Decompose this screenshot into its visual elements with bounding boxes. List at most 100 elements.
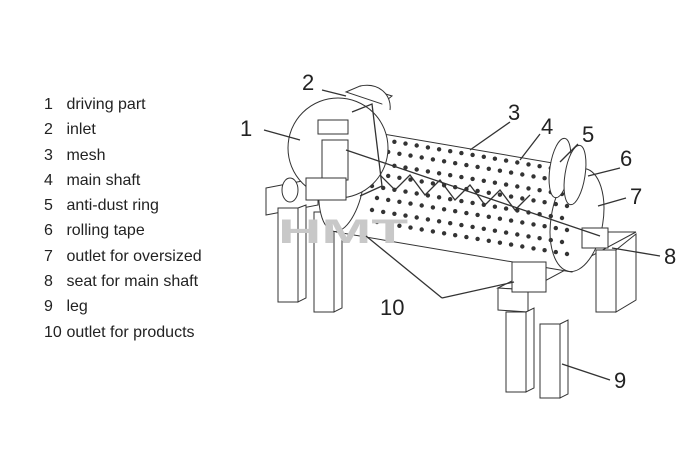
mesh-hole: [408, 153, 413, 158]
mesh-hole: [397, 223, 402, 228]
mesh-hole: [503, 206, 509, 211]
mesh-hole: [503, 158, 509, 163]
mesh-hole: [419, 179, 424, 184]
legend-item-mesh: 3 mesh: [44, 143, 202, 168]
mesh-hole: [508, 194, 514, 199]
legend-number: 7: [44, 247, 53, 265]
legend-label: outlet for products: [66, 323, 195, 341]
mesh-hole: [542, 176, 547, 181]
legend-label: main shaft: [66, 171, 141, 189]
mesh-hole: [564, 227, 570, 233]
mesh-hole: [403, 141, 408, 146]
mesh-hole: [419, 155, 424, 160]
mesh-hole: [470, 152, 475, 158]
mesh-hole: [492, 204, 498, 209]
watermark-logo: HMT: [278, 213, 408, 251]
mesh-hole: [425, 217, 431, 222]
callout-4: 4: [541, 114, 553, 139]
mesh-hole: [553, 225, 558, 231]
mesh-hole: [553, 249, 558, 255]
driving-part-shape: [281, 97, 389, 203]
legend-number: 3: [44, 146, 53, 164]
mesh-hole: [448, 197, 453, 202]
mesh-hole: [492, 228, 498, 233]
mesh-hole: [459, 198, 464, 204]
mesh-hole: [381, 185, 386, 191]
mesh-hole: [531, 198, 536, 203]
mesh-hole: [403, 165, 408, 170]
mesh-hole: [564, 251, 570, 257]
mesh-hole: [526, 186, 531, 191]
mesh-hole: [425, 193, 431, 198]
legend-number: 4: [44, 171, 53, 189]
mesh-hole: [475, 188, 480, 194]
mesh-hole: [397, 175, 402, 180]
mesh-hole: [542, 200, 547, 205]
mesh-hole: [537, 236, 542, 241]
parts-legend: 1 driving part 2 inlet 3 mesh 4 main sha…: [44, 92, 202, 345]
mesh-hole: [520, 244, 525, 249]
mesh-hole: [453, 233, 458, 238]
mesh-hole: [537, 188, 542, 193]
mesh-hole: [470, 176, 475, 182]
callout-8: 8: [664, 244, 676, 269]
mesh-hole: [436, 171, 442, 176]
mesh-hole: [414, 215, 419, 220]
callout-10: 10: [380, 295, 404, 320]
mesh-hole: [419, 227, 424, 232]
mesh-hole: [497, 240, 503, 245]
mesh-hole: [492, 156, 498, 161]
mesh-hole: [386, 197, 391, 203]
mesh-hole: [374, 219, 380, 225]
mesh-hole: [553, 201, 558, 207]
mesh-hole: [470, 200, 475, 206]
mesh-hole: [515, 160, 520, 165]
callout-9: 9: [614, 368, 626, 393]
mesh-hole: [436, 219, 442, 224]
mesh-hole: [508, 170, 514, 175]
mesh-hole: [448, 173, 453, 178]
mesh-hole: [397, 151, 402, 156]
mesh-hole: [414, 143, 419, 148]
mesh-hole: [486, 214, 491, 219]
legend-item-rolling-tape: 6 rolling tape: [44, 218, 202, 243]
mesh-hole: [503, 182, 509, 187]
mesh-hole: [531, 174, 536, 179]
mesh-hole: [386, 173, 391, 179]
legend-item-seat-main-shaft: 8 seat for main shaft: [44, 269, 202, 294]
inlet-hopper: [344, 84, 394, 111]
mesh-hole: [486, 190, 491, 195]
mesh-hole: [508, 218, 514, 223]
callout-3: 3: [508, 100, 520, 125]
mesh-hole: [464, 210, 469, 216]
legend-item-main-shaft: 4 main shaft: [44, 168, 202, 193]
mesh-hole: [559, 239, 565, 245]
legend-label: seat for main shaft: [66, 273, 199, 291]
mesh-hole: [508, 242, 514, 247]
legend-item-inlet: 2 inlet: [44, 117, 202, 142]
mesh-hole: [381, 209, 386, 215]
mesh-hole: [436, 147, 442, 152]
mesh-hole: [441, 207, 447, 212]
mesh-hole: [475, 236, 480, 242]
mesh-hole: [374, 195, 380, 201]
legend-item-outlet-oversized: 7 outlet for oversized: [44, 244, 202, 269]
mesh-hole: [537, 164, 542, 169]
legend-number: 9: [44, 298, 53, 316]
mesh-hole: [430, 229, 436, 234]
legend-label: driving part: [66, 96, 146, 113]
mesh-hole: [464, 162, 469, 168]
mesh-hole: [531, 222, 536, 227]
legend-label: leg: [66, 298, 88, 316]
mesh-hole: [515, 184, 520, 189]
mesh-hole: [520, 172, 525, 177]
mesh-hole: [497, 216, 503, 221]
mesh-hole: [453, 161, 458, 166]
legend-number: 8: [44, 273, 53, 291]
mesh-hole: [403, 213, 408, 218]
legend-label: outlet for oversized: [66, 247, 202, 265]
mesh-hole: [526, 234, 531, 239]
mesh-hole: [497, 168, 503, 173]
mesh-hole: [392, 139, 397, 144]
